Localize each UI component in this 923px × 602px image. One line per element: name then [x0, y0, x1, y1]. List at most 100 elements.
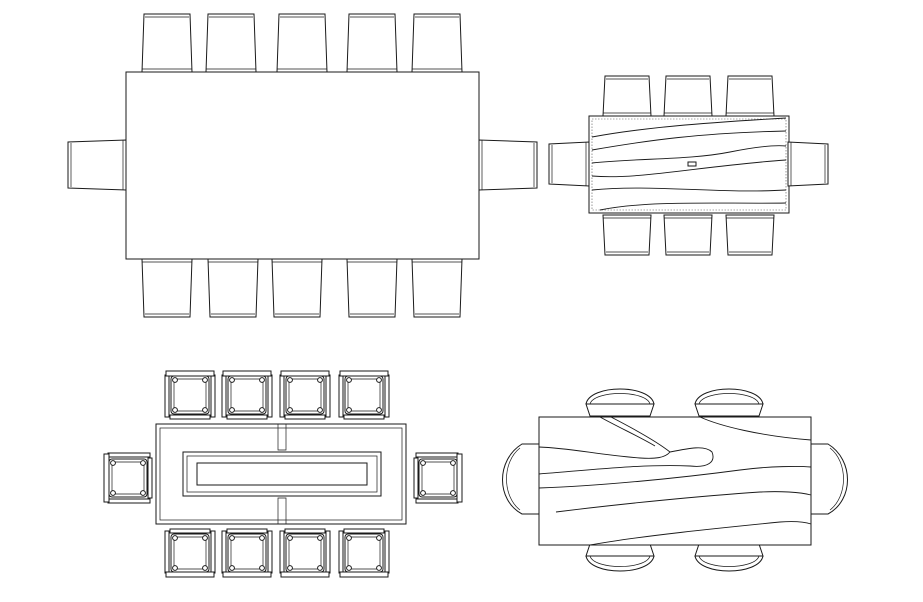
chair-back-inner-arc — [698, 393, 760, 405]
chair-left-end — [67, 139, 127, 191]
seat-cushion — [230, 378, 264, 412]
chair-left-end — [103, 452, 153, 504]
table-top — [125, 71, 480, 260]
chair-right-end — [787, 141, 829, 187]
chair-top-1 — [141, 13, 193, 73]
chair-seat — [170, 533, 210, 573]
chair-seat — [344, 375, 384, 415]
caster-2 — [450, 490, 456, 496]
caster-1 — [229, 377, 235, 383]
caster-2 — [110, 460, 116, 466]
caster-4 — [140, 460, 146, 466]
left-chair-inner — [506, 447, 521, 511]
chair-top-5 — [411, 13, 463, 73]
chair-bottom-3-body — [271, 258, 323, 318]
chair-back-arc — [694, 388, 764, 405]
seat-cushion — [421, 461, 455, 495]
chair-back — [339, 571, 389, 578]
chair-seat — [694, 403, 764, 417]
chair-bottom-1 — [164, 528, 216, 578]
chair-seat — [585, 543, 655, 557]
chair-shell — [411, 258, 463, 318]
seat-cushion — [347, 378, 381, 412]
wood-grain-5 — [591, 187, 787, 192]
chair-back-inner-arc — [698, 555, 760, 567]
caster-1 — [287, 377, 293, 383]
caster-2 — [229, 565, 235, 571]
chair-seat — [418, 458, 458, 498]
chair-back — [165, 571, 215, 578]
front-rail — [284, 414, 326, 420]
chair-shell — [725, 75, 775, 117]
chair-top-2-body — [663, 75, 713, 117]
chair-seat — [344, 533, 384, 573]
right-arm — [164, 530, 170, 574]
caster-3 — [259, 535, 265, 541]
left-arm — [164, 374, 170, 418]
chair-right-end-body — [787, 141, 829, 187]
caster-2 — [346, 565, 352, 571]
chair-shell — [346, 258, 398, 318]
dining-set-wood-four-plus-two — [502, 388, 848, 572]
chair-bottom-5 — [411, 258, 463, 318]
chair-back-inner-arc — [589, 393, 651, 405]
caster-4 — [172, 535, 178, 541]
chair-back — [103, 453, 110, 503]
caster-3 — [229, 407, 235, 413]
left-arm — [210, 530, 216, 574]
chair-back-arc — [585, 555, 655, 572]
right-arm — [325, 374, 331, 418]
chair-shell — [411, 13, 463, 73]
caster-1 — [202, 565, 208, 571]
chair-top-3-body — [276, 13, 328, 73]
wood-grain-4 — [591, 159, 787, 178]
right-arm — [384, 374, 390, 418]
chair-left-end — [502, 443, 539, 515]
chair-top-3 — [725, 75, 775, 117]
chair-shell — [663, 75, 713, 117]
chair-left-end — [548, 141, 590, 187]
chair-seat — [585, 403, 655, 417]
front-rail — [284, 528, 326, 534]
chair-bottom-2 — [207, 258, 259, 318]
chair-bottom-1-body — [141, 258, 193, 318]
wood-grain-6 — [555, 491, 812, 513]
left-arm — [384, 530, 390, 574]
chair-back-inner-arc — [589, 555, 651, 567]
chair-top-3 — [279, 370, 331, 420]
chair-bottom-2-body — [207, 258, 259, 318]
chair-back — [339, 370, 389, 377]
wood-grain-7 — [589, 521, 812, 546]
chair-bottom-1 — [141, 258, 193, 318]
caster-1 — [172, 377, 178, 383]
front-rail — [226, 414, 268, 420]
chair-bottom-1 — [602, 214, 652, 256]
wood-grain-5 — [699, 416, 812, 441]
chair-bottom-5-body — [411, 258, 463, 318]
table-inner-edge — [159, 427, 403, 521]
caster-3 — [346, 407, 352, 413]
wood-grain-6 — [599, 202, 787, 211]
right-chair-inner — [829, 447, 844, 511]
right-arm — [107, 452, 151, 458]
front-rail — [343, 528, 385, 534]
caster-2 — [172, 565, 178, 571]
caster-4 — [287, 535, 293, 541]
chair-shell — [602, 75, 652, 117]
chair-bottom-1 — [585, 543, 655, 572]
caster-3 — [140, 490, 146, 496]
chair-right-end — [478, 139, 538, 191]
left-arm — [279, 374, 285, 418]
seat-cushion — [347, 536, 381, 570]
chair-right-end — [811, 443, 848, 515]
left-arm — [221, 374, 227, 418]
caster-1 — [450, 460, 456, 466]
chair-back — [222, 370, 272, 377]
center-inset-mid — [186, 455, 378, 493]
caster-3 — [172, 407, 178, 413]
wood-grain-1 — [538, 416, 714, 475]
wood-grain-4 — [599, 416, 656, 447]
chair-shell — [207, 258, 259, 318]
right-chair-shell — [811, 443, 848, 515]
